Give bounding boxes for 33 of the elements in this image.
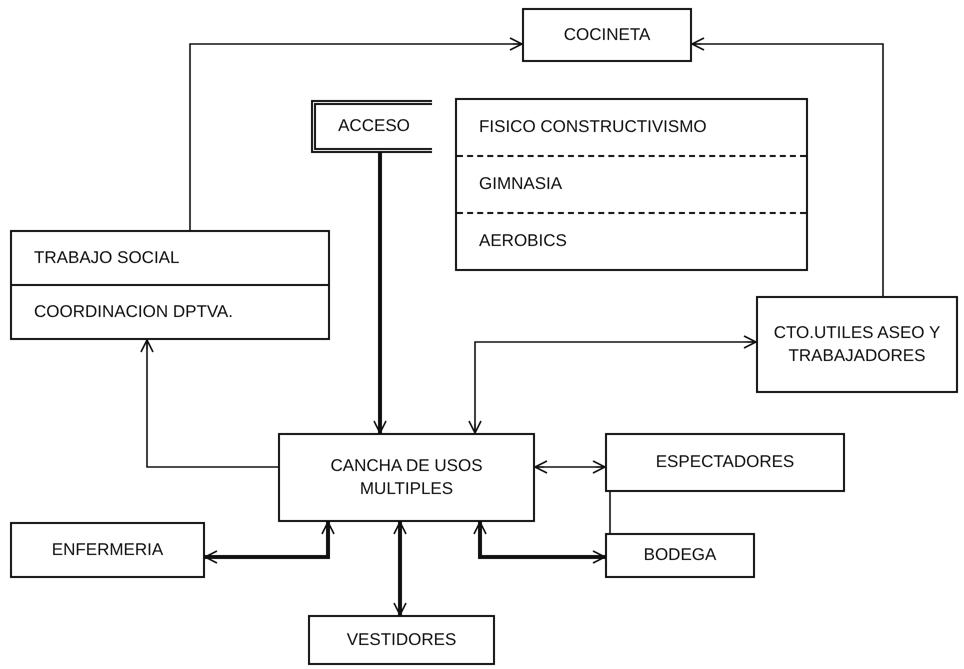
arrow — [204, 521, 335, 564]
room-label: CANCHA DE USOS MULTIPLES — [329, 454, 484, 500]
arrow — [189, 37, 523, 230]
room-label: ESPECTADORES — [654, 451, 796, 474]
room-label: ACCESO — [337, 115, 411, 138]
room-box — [605, 433, 845, 492]
arrow — [534, 460, 606, 474]
room-box — [308, 615, 495, 665]
stacked-room-box — [10, 230, 330, 340]
arrow — [373, 153, 387, 434]
arrow — [691, 37, 884, 296]
room-box — [278, 433, 535, 522]
room-label: AEROBICS — [478, 230, 568, 252]
room-box — [10, 522, 205, 578]
room-label: GIMNASIA — [478, 173, 564, 196]
room-box — [756, 296, 958, 393]
connector-line — [609, 492, 611, 533]
room-label: COORDINACION DPTVA. — [33, 300, 234, 323]
room-label: VESTIDORES — [346, 628, 458, 651]
stacked-room-box — [455, 98, 808, 271]
room-label: CTO.UTILES ASEO Y TRABAJADORES — [772, 322, 942, 366]
arrow — [468, 335, 757, 434]
arrow — [473, 521, 606, 564]
room-box — [605, 533, 755, 578]
room-label: COCINETA — [562, 24, 652, 46]
room-box — [311, 100, 432, 153]
room-label: TRABAJO SOCIAL — [33, 246, 180, 269]
room-label: ENFERMERIA — [50, 538, 164, 561]
arrow — [140, 339, 278, 468]
room-label: FISICO CONSTRUCTIVISMO — [478, 116, 708, 138]
room-box — [522, 8, 692, 62]
room-label: BODEGA — [642, 544, 718, 566]
arrow — [393, 521, 407, 616]
